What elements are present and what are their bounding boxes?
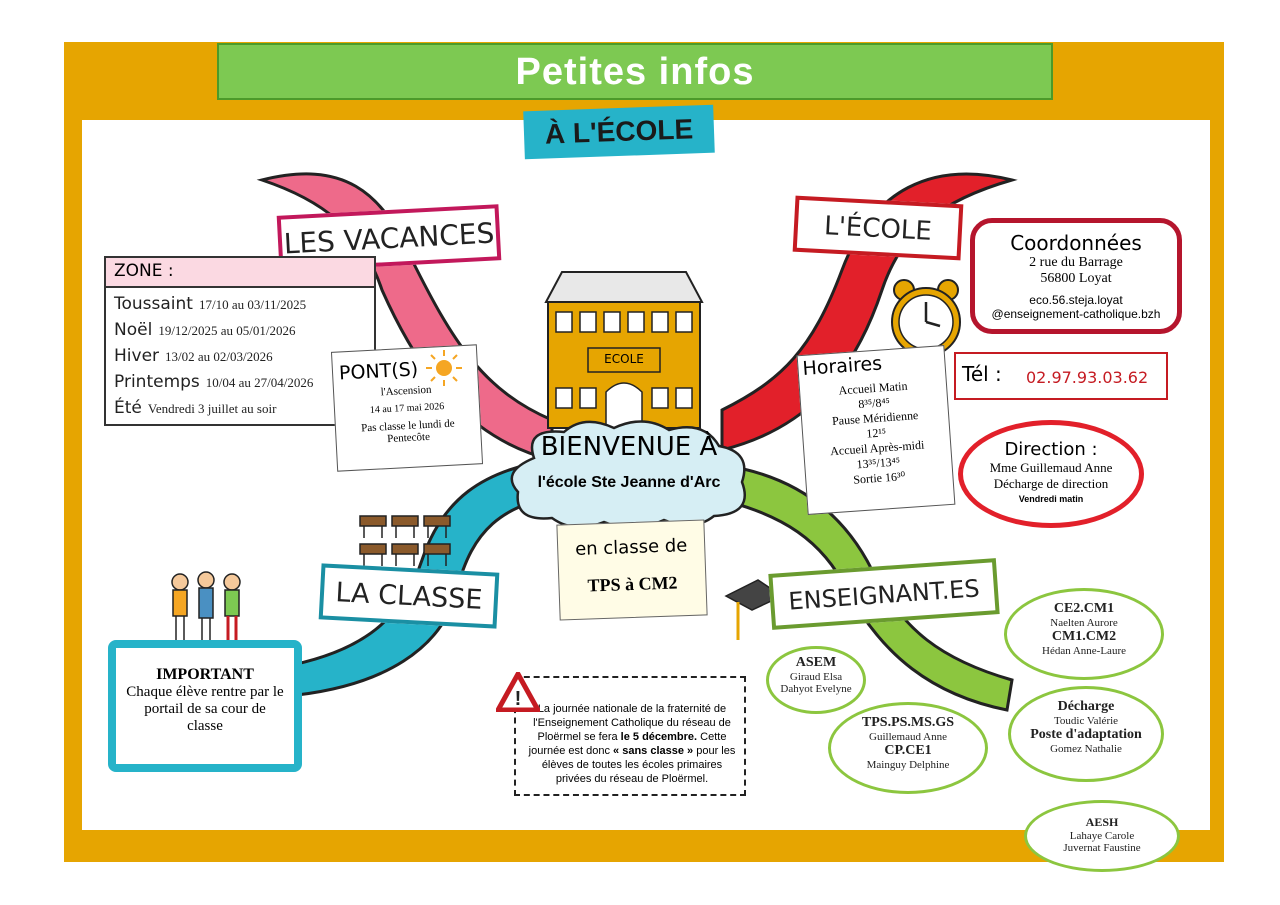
welcome-cloud: BIENVENUE À l'école Ste Jeanne d'Arc bbox=[504, 418, 754, 530]
important-box: IMPORTANT Chaque élève rentre par le por… bbox=[108, 640, 302, 772]
vacances-row: Noël 19/12/2025 au 05/01/2026 bbox=[114, 320, 296, 340]
notice-text-after: pour les élèves de toutes les écoles pri… bbox=[541, 745, 736, 785]
notice-sans-classe: « sans classe » bbox=[613, 745, 694, 757]
asem-name2: Dahyot Evelyne bbox=[780, 683, 852, 695]
important-title: IMPORTANT bbox=[156, 666, 254, 683]
vacances-row: Été Vendredi 3 juillet au soir bbox=[114, 398, 276, 418]
ce2-title: CE2.CM1 bbox=[1053, 601, 1115, 616]
classes-note: en classe de TPS à CM2 bbox=[556, 519, 708, 621]
bubble-aesh: AESH Lahaye Carole Juvernat Faustine bbox=[1024, 800, 1180, 872]
cm1-name: Hédan Anne-Laure bbox=[1042, 645, 1126, 657]
vacances-name: Noël bbox=[114, 320, 153, 340]
direction-box: Direction : Mme Guillemaud Anne Décharge… bbox=[958, 420, 1144, 528]
tel-label: Tél : bbox=[962, 362, 1002, 386]
tel-box: Tél : 02.97.93.03.62 bbox=[954, 352, 1168, 400]
vacances-dates: 10/04 au 27/04/2026 bbox=[205, 375, 314, 390]
aesh-name1: Lahaye Carole bbox=[1069, 830, 1135, 842]
coord-email1: eco.56.steja.loyat bbox=[1029, 293, 1123, 307]
children-icon bbox=[164, 570, 250, 646]
aesh-name2: Juvernat Faustine bbox=[1063, 842, 1141, 854]
notice-text-before: La journée nationale de la fraternité de… bbox=[533, 703, 731, 743]
vacances-name: Hiver bbox=[114, 346, 160, 366]
ponts-line2: 14 au 17 mai 2026 bbox=[369, 401, 445, 416]
classes-line2: TPS à CM2 bbox=[587, 572, 678, 596]
tps-name: Guillemaud Anne bbox=[869, 731, 947, 743]
aesh-title: AESH bbox=[1085, 815, 1119, 829]
horaires-title: Horaires bbox=[801, 352, 883, 380]
direction-name: Mme Guillemaud Anne bbox=[989, 460, 1113, 475]
svg-text:!: ! bbox=[515, 688, 522, 710]
page-title: Petites infos bbox=[217, 43, 1053, 100]
zone-label: ZONE : bbox=[114, 261, 174, 281]
vacances-row: Printemps 10/04 au 27/04/2026 bbox=[114, 372, 313, 392]
classes-line1: en classe de bbox=[574, 535, 688, 560]
desks-icon bbox=[356, 512, 456, 570]
cp-name: Mainguy Delphine bbox=[866, 759, 950, 771]
direction-line3: Vendredi matin bbox=[1018, 494, 1084, 504]
vacances-name: Printemps bbox=[114, 372, 200, 392]
horaires-note: Horaires Accueil Matin 8³⁵/8⁴⁵ Pause Mér… bbox=[796, 345, 956, 515]
building-label: ECOLE bbox=[604, 352, 644, 366]
tel-value: 02.97.93.03.62 bbox=[1026, 368, 1149, 387]
coord-email2: @enseignement-catholique.bzh bbox=[991, 307, 1161, 321]
banner-l-ecole: L'ÉCOLE bbox=[792, 195, 964, 261]
coordonnees-box: Coordonnées 2 rue du Barrage 56800 Loyat… bbox=[970, 218, 1182, 334]
vacances-box: ZONE : Toussaint 17/10 au 03/11/2025 Noël… bbox=[104, 256, 376, 426]
ponts-line3: Pas classe le lundi de Pentecôte bbox=[360, 417, 455, 446]
vacances-row: Hiver 13/02 au 02/03/2026 bbox=[114, 346, 273, 366]
decharge-name: Toudic Valérie bbox=[1053, 715, 1119, 727]
asem-name1: Giraud Elsa bbox=[789, 671, 843, 683]
school-building: ECOLE bbox=[538, 262, 710, 430]
vacances-row: Toussaint 17/10 au 03/11/2025 bbox=[114, 294, 306, 314]
zone-header: ZONE : bbox=[106, 258, 374, 288]
coord-address2: 56800 Loyat bbox=[1040, 271, 1112, 286]
welcome-line2: l'école Ste Jeanne d'Arc bbox=[537, 474, 721, 491]
vacances-name: Toussaint bbox=[114, 294, 193, 314]
notice-text-mid: Cette journée est donc bbox=[528, 731, 727, 757]
asem-title: ASEM bbox=[795, 655, 837, 670]
notice-date: le 5 décembre. bbox=[620, 731, 698, 743]
vacances-dates: Vendredi 3 juillet au soir bbox=[147, 401, 277, 416]
vacances-dates: 17/10 au 03/11/2025 bbox=[198, 297, 307, 312]
notice-text: La journée nationale de la fraternité de… bbox=[516, 678, 744, 786]
ce2-name: Naelten Aurore bbox=[1050, 617, 1118, 629]
bubble-asem: ASEM Giraud Elsa Dahyot Evelyne bbox=[766, 646, 866, 714]
warning-icon: ! bbox=[493, 668, 543, 713]
vacances-dates: 13/02 au 02/03/2026 bbox=[165, 349, 273, 364]
poste-name: Gomez Nathalie bbox=[1050, 743, 1122, 755]
alarm-clock-icon bbox=[884, 276, 968, 360]
coord-address1: 2 rue du Barrage bbox=[1029, 255, 1123, 270]
coord-title: Coordonnées bbox=[1010, 231, 1142, 255]
tps-title: TPS.PS.MS.GS bbox=[861, 715, 955, 730]
cm1-title: CM1.CM2 bbox=[1051, 629, 1117, 644]
bubble-ce2-cm: CE2.CM1 Naelten Aurore CM1.CM2 Hédan Ann… bbox=[1004, 588, 1164, 680]
welcome-line1: BIENVENUE À bbox=[540, 432, 718, 462]
direction-line2: Décharge de direction bbox=[993, 476, 1109, 491]
direction-title: Direction : bbox=[1004, 439, 1098, 460]
poste-title: Poste d'adaptation bbox=[1030, 727, 1142, 742]
bubble-tps-cp: TPS.PS.MS.GS Guillemaud Anne CP.CE1 Main… bbox=[828, 702, 988, 794]
banner-la-classe: LA CLASSE bbox=[318, 563, 500, 629]
sun-icon bbox=[426, 350, 462, 386]
vacances-dates: 19/12/2025 au 05/01/2026 bbox=[158, 323, 296, 338]
notice-box: La journée nationale de la fraternité de… bbox=[514, 676, 746, 796]
bubble-decharge: Décharge Toudic Valérie Poste d'adaptati… bbox=[1008, 686, 1164, 782]
vacances-name: Été bbox=[114, 398, 142, 418]
important-text: Chaque élève rentre par le portail de sa… bbox=[126, 684, 284, 734]
decharge-title: Décharge bbox=[1057, 699, 1115, 714]
cp-title: CP.CE1 bbox=[884, 743, 932, 758]
